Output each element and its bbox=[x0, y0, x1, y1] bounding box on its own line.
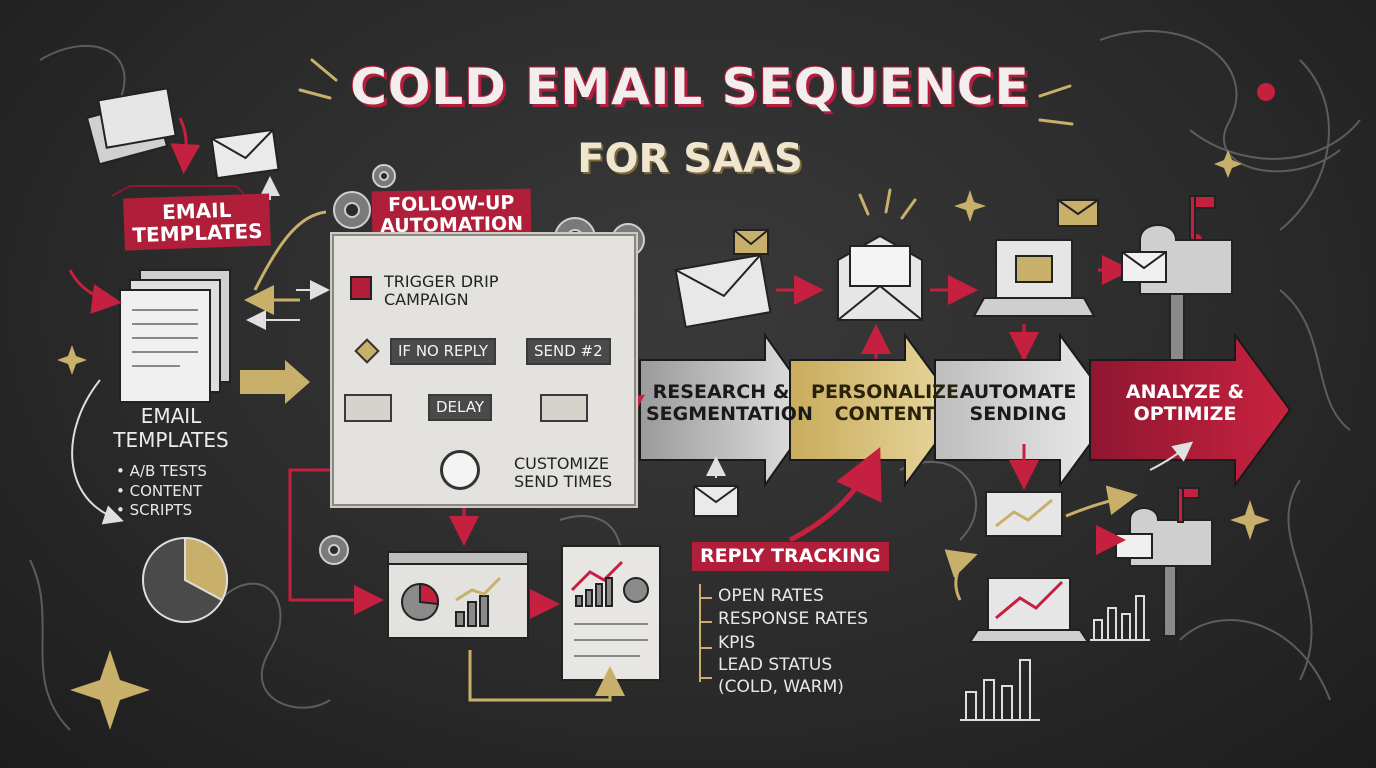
pipeline-label-personalize: PERSONALIZE CONTENT bbox=[811, 381, 959, 425]
page-title: COLD EMAIL SEQUENCE bbox=[350, 58, 1030, 116]
template-item: • A/B TESTS bbox=[116, 462, 207, 480]
clock-icon bbox=[440, 450, 480, 490]
pipeline-arrows bbox=[639, 331, 1292, 489]
mailbox-icon bbox=[1121, 195, 1233, 365]
dashboard-icon bbox=[387, 545, 661, 681]
tracking-item: OPEN RATES bbox=[718, 586, 824, 606]
templates-list: • A/B TESTS • CONTENT • SCRIPTS bbox=[116, 462, 207, 521]
email-icon bbox=[85, 87, 280, 180]
template-item: • CONTENT bbox=[116, 481, 203, 500]
pipeline-step-automate bbox=[934, 331, 1117, 489]
templates-heading: EMAIL TEMPLATES bbox=[113, 404, 229, 452]
toggle-icon bbox=[540, 394, 588, 422]
gold-arrow bbox=[240, 360, 310, 404]
sparkles bbox=[57, 150, 1270, 730]
laptop-icon bbox=[972, 239, 1096, 317]
envelope-icon bbox=[674, 199, 1099, 329]
automation-panel bbox=[330, 232, 638, 508]
pie-chart-icon bbox=[142, 536, 229, 623]
chart-monitor-icon bbox=[968, 491, 1090, 643]
trigger-icon bbox=[350, 276, 372, 300]
envelope-icon-small bbox=[693, 485, 739, 517]
bar-chart-icon bbox=[960, 595, 1150, 721]
pipeline-step-personalize bbox=[789, 331, 962, 489]
list-icon bbox=[344, 394, 392, 422]
reply-tracking-list: OPEN RATES RESPONSE RATES KPIs LEAD STAT… bbox=[718, 585, 868, 698]
mailbox-icon-small bbox=[1115, 487, 1213, 637]
pipeline-step-analyze bbox=[1089, 331, 1292, 489]
tracking-item: RESPONSE RATES bbox=[718, 609, 868, 630]
pipeline-label-research: RESEARCH & SEGMENTATION bbox=[646, 381, 813, 425]
label-email-templates-top: EMAIL TEMPLATES bbox=[123, 193, 272, 251]
pipeline-label-automate: AUTOMATE SENDING bbox=[959, 381, 1077, 425]
tracking-item: KPIs bbox=[718, 632, 756, 653]
label-reply-tracking: REPLY TRACKING bbox=[692, 542, 889, 571]
step-customize-send-times: CUSTOMIZE SEND TIMES bbox=[514, 454, 613, 492]
open-envelope-icon bbox=[837, 234, 923, 321]
decorative-swirls bbox=[29, 30, 1361, 731]
burst-lines bbox=[298, 58, 1074, 220]
tracking-item: LEAD STATUS (COLD, WARM) bbox=[718, 655, 844, 697]
step-trigger-drip: TRIGGER DRIP CAMPAIGN bbox=[384, 272, 499, 310]
template-item: • SCRIPTS bbox=[116, 501, 193, 519]
step-send-2: SEND #2 bbox=[526, 338, 611, 366]
pipeline-label-analyze: ANALYZE & OPTIMIZE bbox=[1125, 381, 1245, 425]
step-if-no-reply: IF NO REPLY bbox=[390, 338, 497, 366]
step-delay: DELAY bbox=[428, 394, 492, 422]
page-subtitle: FOR SAAS bbox=[577, 136, 803, 182]
document-stack-icon bbox=[119, 269, 231, 403]
